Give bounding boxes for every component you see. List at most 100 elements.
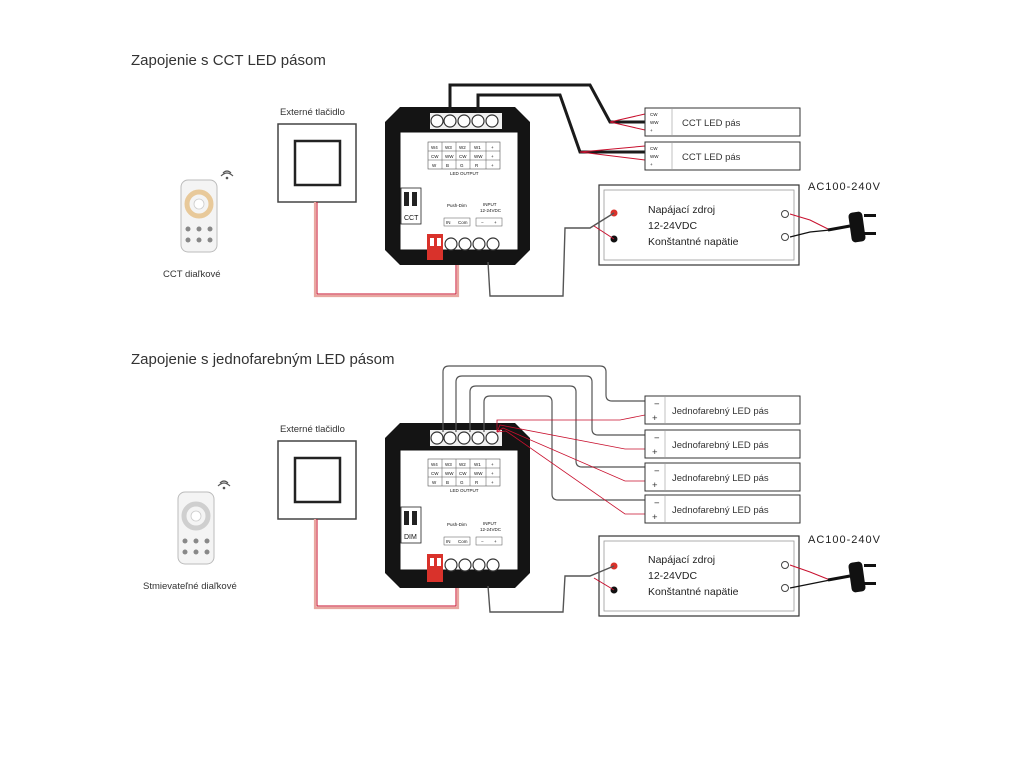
strip-label: CCT LED pás — [682, 152, 741, 163]
input-label: INPUT — [483, 202, 497, 207]
grid-cell: B — [446, 480, 449, 485]
grid-cell: WW — [445, 471, 454, 476]
push-terminal: Com — [458, 220, 468, 225]
svg-text:−: − — [654, 466, 660, 477]
grid-cell: G — [460, 163, 464, 168]
grid-cell: + — [491, 163, 494, 168]
grid-cell: W3 — [445, 145, 452, 150]
mode-switch: DIM — [400, 506, 422, 544]
section-cct: Zapojenie s CCT LED pásom CCT diaľkové E… — [131, 52, 881, 298]
svg-text:+: + — [650, 162, 653, 167]
input-terminal: − — [481, 220, 484, 225]
button-wire-inner — [316, 202, 457, 295]
input-terminal: − — [481, 539, 484, 544]
input-terminal: + — [494, 539, 497, 544]
grid-cell: CW — [431, 154, 439, 159]
svg-text:CW: CW — [650, 146, 658, 151]
grid-cell: + — [491, 462, 494, 467]
input-voltage: 12-24VDC — [480, 527, 502, 532]
output-label: LED OUTPUT — [450, 488, 479, 493]
svg-text:−: − — [654, 433, 660, 444]
grid-cell: + — [491, 480, 494, 485]
grid-cell: W1 — [474, 145, 481, 150]
strip-label: CCT LED pás — [682, 118, 741, 129]
led-strip: − + Jednofarebný LED pás — [644, 395, 801, 425]
psu-line2: 12-24VDC — [648, 570, 697, 582]
push-dim-label: Push-Dim — [447, 522, 467, 527]
grid-cell: B — [446, 163, 449, 168]
psu-line3: Konštantné napätie — [648, 236, 739, 248]
plug-icon — [789, 561, 876, 593]
output-grid: W4 W3 W2 W1 + CW WW CW WW + W B G R + LE… — [427, 141, 501, 176]
plug-icon — [789, 211, 876, 243]
strip-label: Jednofarebný LED pás — [672, 473, 769, 484]
button-wire-inner — [316, 519, 457, 607]
psu-line3: Konštantné napätie — [648, 586, 739, 598]
red-terminal-block — [427, 234, 443, 260]
mode-switch: CCT — [400, 187, 422, 225]
button-wire — [313, 202, 460, 298]
led-strip: − + Jednofarebný LED pás — [644, 462, 801, 492]
svg-text:WW: WW — [650, 120, 659, 125]
dim-remote — [177, 480, 231, 565]
led-strip: − + Jednofarebný LED pás — [644, 494, 801, 524]
grid-cell: CW — [459, 154, 467, 159]
grid-cell: CW — [459, 471, 467, 476]
output-wire — [476, 93, 645, 154]
output-wires — [442, 365, 646, 515]
grid-cell: WW — [474, 471, 483, 476]
push-terminal: IN — [446, 539, 451, 544]
grid-cell: W4 — [431, 462, 438, 467]
svg-text:+: + — [652, 480, 658, 491]
svg-text:−: − — [654, 498, 660, 509]
grid-cell: R — [475, 480, 479, 485]
mode-label: DIM — [404, 534, 417, 541]
power-wire — [487, 212, 615, 297]
external-button — [277, 123, 357, 203]
led-strip: CW WW + CCT LED pás — [644, 141, 801, 171]
psu-line2: 12-24VDC — [648, 220, 697, 232]
ac-label: AC100-240V — [808, 181, 881, 193]
grid-cell: W3 — [445, 462, 452, 467]
grid-cell: W4 — [431, 145, 438, 150]
section-title: Zapojenie s CCT LED pásom — [131, 52, 326, 69]
led-strip: − + Jednofarebný LED pás — [644, 429, 801, 459]
button-wire — [313, 519, 460, 610]
svg-text:+: + — [652, 447, 658, 458]
mode-label: CCT — [404, 215, 419, 222]
remote-label: CCT diaľkové — [163, 269, 221, 280]
svg-text:−: − — [654, 399, 660, 410]
grid-cell: G — [460, 480, 464, 485]
power-supply: Napájací zdroj 12-24VDC Konštantné napät… — [598, 535, 800, 617]
button-label: Externé tlačidlo — [280, 424, 345, 435]
output-label: LED OUTPUT — [450, 171, 479, 176]
input-voltage: 12-24VDC — [480, 208, 502, 213]
grid-cell: CW — [431, 471, 439, 476]
output-grid: W4 W3 W2 W1 + CW WW CW WW + W B G R + LE… — [427, 458, 501, 493]
external-button — [277, 440, 357, 520]
input-terminal: + — [494, 220, 497, 225]
strip-label: Jednofarebný LED pás — [672, 406, 769, 417]
grid-cell: R — [475, 163, 479, 168]
psu-line1: Napájací zdroj — [648, 204, 715, 216]
svg-text:+: + — [652, 512, 658, 523]
grid-cell: + — [491, 145, 494, 150]
section-title: Zapojenie s jednofarebným LED pásom — [131, 351, 394, 368]
ac-label: AC100-240V — [808, 534, 881, 546]
power-wire — [487, 565, 615, 613]
remote-label: Stmievateľné diaľkové — [143, 581, 237, 592]
svg-text:WW: WW — [650, 154, 659, 159]
svg-text:+: + — [652, 413, 658, 424]
controller-unit: W4 W3 W2 W1 + CW WW CW WW + W B G R + LE… — [385, 423, 530, 588]
section-dim: Zapojenie s jednofarebným LED pásom Stmi… — [131, 351, 881, 617]
wifi-icon — [220, 170, 234, 180]
push-dim-label: Push-Dim — [447, 203, 467, 208]
controller-unit: W4 W3 W2 W1 + CW WW CW WW + W B G R + LE… — [385, 107, 530, 265]
button-label: Externé tlačidlo — [280, 107, 345, 118]
output-wire — [448, 83, 645, 124]
svg-text:CW: CW — [650, 112, 658, 117]
grid-cell: + — [491, 471, 494, 476]
grid-cell: WW — [445, 154, 454, 159]
grid-cell: W2 — [459, 462, 466, 467]
